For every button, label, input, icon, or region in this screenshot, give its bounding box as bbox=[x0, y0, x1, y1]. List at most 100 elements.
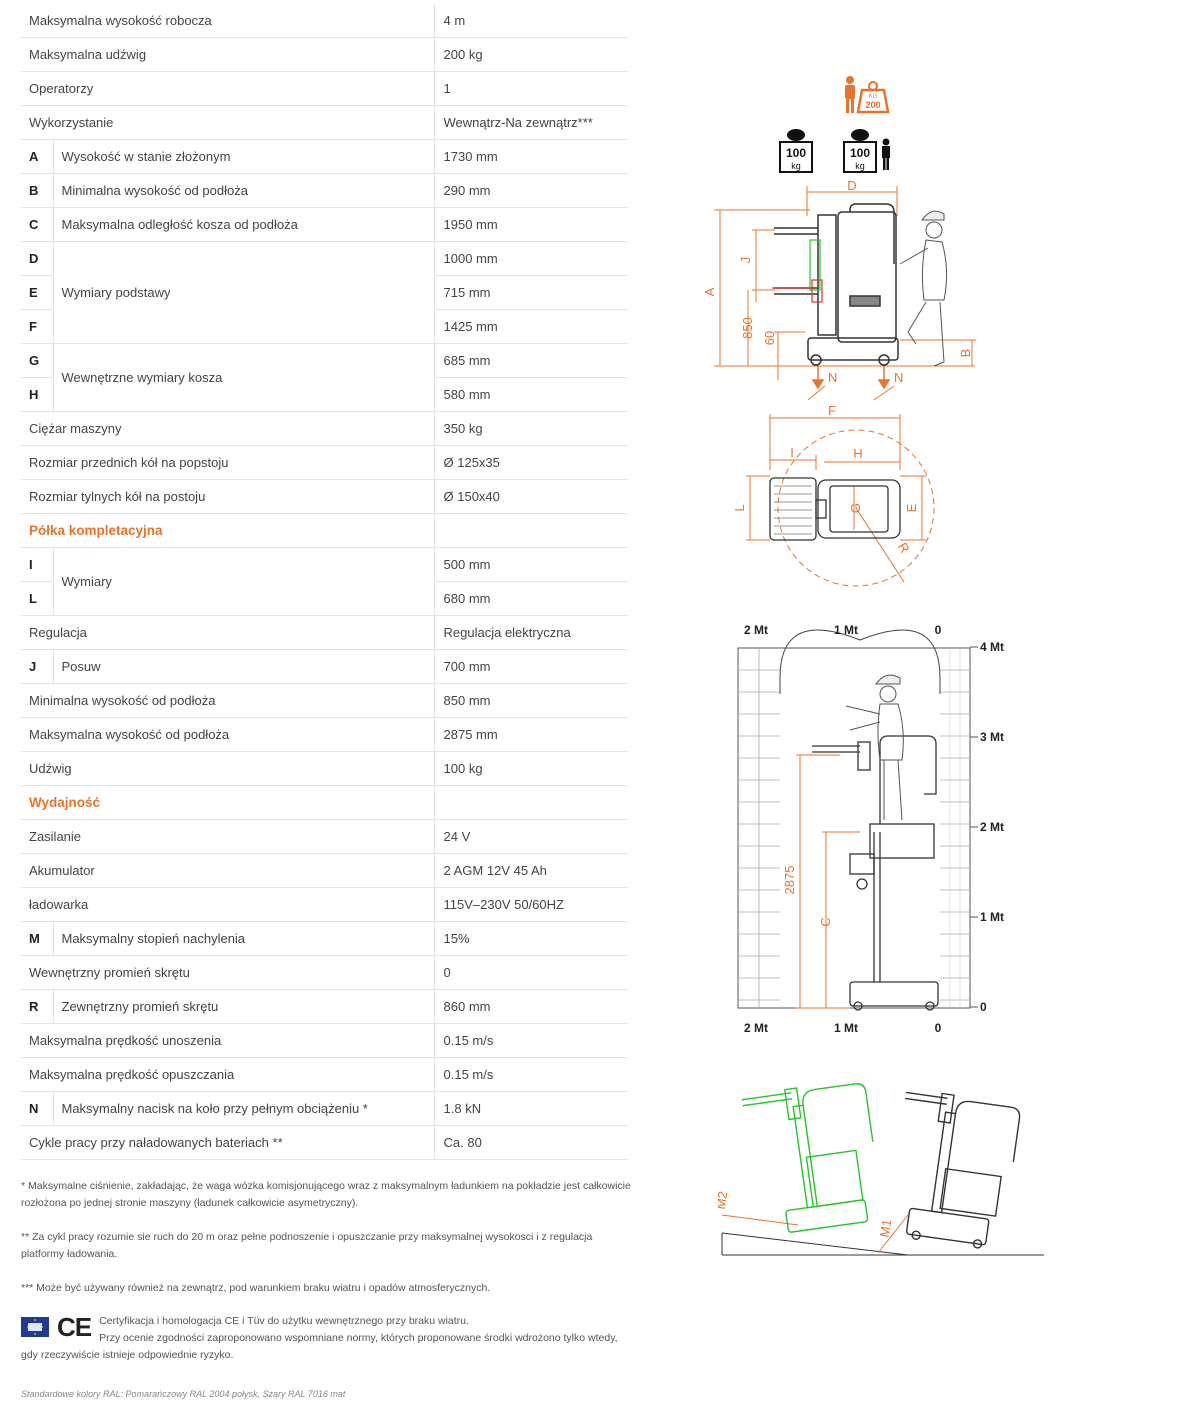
kg-label: KG bbox=[869, 94, 878, 100]
dim-letter: C bbox=[21, 207, 53, 242]
footnote-text: *** Może być używany również na zewnątrz… bbox=[21, 1282, 491, 1294]
top-view-drawing: F I H L G E R bbox=[732, 403, 935, 587]
machine-tilted bbox=[905, 1091, 1021, 1249]
spec-value: 860 mm bbox=[433, 989, 629, 1024]
spec-label: Wymiary podstawy bbox=[52, 241, 435, 344]
spec-label: Wymiary bbox=[52, 547, 435, 616]
side-elevation-drawing: KG 200 100 kg 100 kg D A J 850 60 B bbox=[702, 76, 976, 401]
footnote-3: *** Może być używany również na zewnątrz… bbox=[21, 1280, 631, 1297]
dim-e-label: E bbox=[904, 503, 919, 512]
footnote-1: * Maksymalne ciśnienie, zakładając, że w… bbox=[21, 1178, 631, 1212]
dim-letter: F bbox=[21, 309, 53, 344]
spec-label: Ciężar maszyny bbox=[21, 411, 435, 446]
spec-value: 2875 mm bbox=[433, 717, 629, 752]
envelope-height-label: 1 Mt bbox=[980, 910, 1004, 924]
spec-value: 100 kg bbox=[433, 751, 629, 786]
spec-value: 850 mm bbox=[433, 683, 629, 718]
shelf-travel-green bbox=[809, 239, 821, 291]
spec-label: Maksymalna wysokość robocza bbox=[21, 4, 435, 38]
spec-value: 1.8 kN bbox=[433, 1091, 629, 1126]
envelope-height-label: 4 Mt bbox=[980, 640, 1004, 654]
operator-figure bbox=[899, 210, 948, 367]
spec-value: 290 mm bbox=[433, 173, 629, 208]
dim-j-label: J bbox=[738, 257, 753, 264]
spec-value: Ca. 80 bbox=[433, 1125, 629, 1160]
dim-d-label: D bbox=[847, 178, 856, 193]
spec-value: 500 mm bbox=[433, 547, 629, 582]
machine-raised-view bbox=[812, 735, 939, 1011]
reach-2875-label: 2875 bbox=[782, 866, 797, 895]
spec-value: 15% bbox=[433, 921, 629, 956]
dim-60-label: 60 bbox=[762, 331, 777, 345]
envelope-top-label: 2 Mt bbox=[744, 623, 768, 637]
dim-letter: M bbox=[21, 921, 53, 956]
envelope-height-label: 0 bbox=[980, 1000, 987, 1014]
spec-label: Cykle pracy przy naładowanych bateriach … bbox=[21, 1125, 435, 1160]
spec-value: 0.15 m/s bbox=[433, 1057, 629, 1092]
dim-h-label: H bbox=[853, 446, 862, 461]
n-rear-label: N bbox=[894, 370, 903, 385]
spec-row-h: H 580 mm bbox=[21, 377, 629, 412]
machine-top-view bbox=[769, 477, 901, 541]
dim-letter: H bbox=[21, 377, 53, 412]
envelope-grid bbox=[737, 647, 971, 1009]
envelope-height-label: 3 Mt bbox=[980, 730, 1004, 744]
spec-label: Maksymalna prędkość opuszczania bbox=[21, 1057, 435, 1092]
spec-value: 4 m bbox=[433, 4, 629, 38]
spec-value: 1000 mm bbox=[433, 241, 629, 276]
dim-b-label: B bbox=[958, 349, 973, 358]
dim-letter: G bbox=[21, 343, 53, 378]
spec-label: Wykorzystanie bbox=[21, 105, 435, 140]
spec-value: 1950 mm bbox=[433, 207, 629, 242]
shelf-travel-red bbox=[772, 279, 823, 303]
footnote-2: ** Za cykl pracy rozumie sie ruch do 20 … bbox=[21, 1229, 631, 1263]
dim-850-label: 850 bbox=[740, 317, 755, 339]
spec-label: Minimalna wysokość od podłoża bbox=[21, 683, 435, 718]
spec-label: Maksymalny nacisk na koło przy pełnym ob… bbox=[52, 1091, 435, 1126]
spec-value: 1730 mm bbox=[433, 139, 629, 174]
dim-letter: R bbox=[21, 989, 53, 1024]
footnote-text: ** Za cykl pracy rozumie sie ruch do 20 … bbox=[21, 1231, 593, 1260]
machine-side-view bbox=[774, 203, 899, 366]
envelope-top-label: 1 Mt bbox=[834, 623, 858, 637]
spec-label: Maksymalna udźwig bbox=[21, 37, 435, 72]
spec-value: 680 mm bbox=[433, 581, 629, 616]
envelope-bottom-label: 2 Mt bbox=[744, 1021, 768, 1035]
spec-value: 115V–230V 50/60HZ bbox=[433, 887, 629, 922]
kg-label: kg bbox=[791, 161, 801, 171]
load-100-label: 100 bbox=[786, 146, 806, 160]
shelf-load-icon: 100 kg bbox=[779, 129, 813, 173]
envelope-bottom-label: 0 bbox=[935, 1021, 942, 1035]
dim-letter: A bbox=[21, 139, 53, 174]
spec-value: 200 kg bbox=[433, 37, 629, 72]
operator-load-icon: KG 200 bbox=[845, 76, 890, 114]
machine-tilted-green bbox=[741, 1083, 874, 1233]
shelf-operator-load-icon: 100 kg bbox=[843, 129, 890, 173]
spec-label: Maksymalna odległość kosza od podłoża bbox=[52, 207, 435, 242]
spec-label: Wysokość w stanie złożonym bbox=[52, 139, 435, 174]
spec-value: 24 V bbox=[433, 819, 629, 854]
spec-label: Rozmiar tylnych kół na postoju bbox=[21, 479, 435, 514]
ral-colors-note: Standardowe kolory RAL: Pomarańczowy RAL… bbox=[21, 1389, 346, 1399]
certification-text: Przy ocenie zgodności zaproponowano wspo… bbox=[21, 1332, 618, 1361]
dim-r-label: R bbox=[895, 540, 913, 556]
dim-f-label: F bbox=[828, 403, 836, 418]
spec-value: 580 mm bbox=[433, 377, 629, 412]
n-front-label: N bbox=[828, 370, 837, 385]
spec-value: Ø 150x40 bbox=[433, 479, 629, 514]
